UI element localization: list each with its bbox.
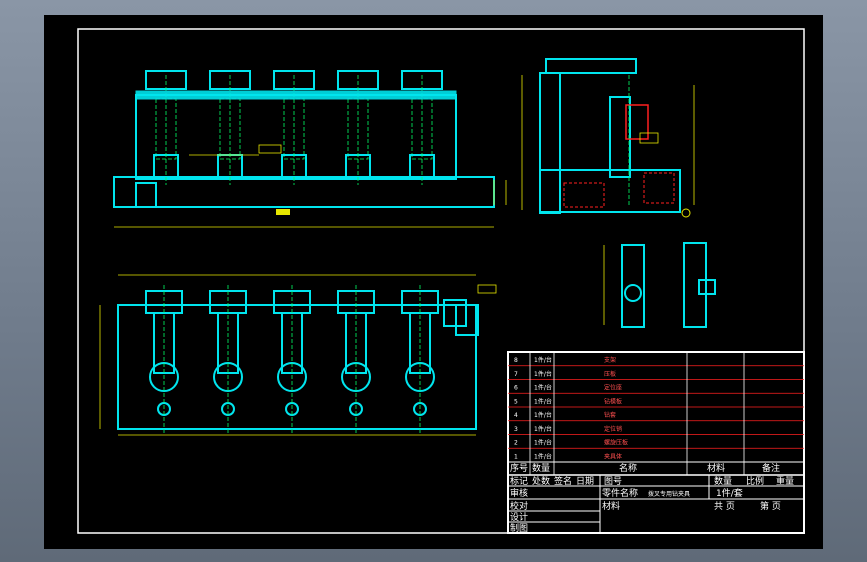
tb-drafter: 制图 [510, 522, 528, 534]
bom-seq: 1 [514, 453, 518, 460]
top-view [99, 274, 497, 436]
tb-part-name-label: 零件名称 [602, 487, 638, 499]
tb-sign: 签名 [554, 475, 572, 487]
tb-quantity: 数量 [714, 475, 732, 487]
bom-header-material: 材料 [707, 462, 725, 474]
bom-name: 钻模板 [604, 397, 622, 405]
clamp-cap [337, 70, 379, 90]
tb-date: 日期 [576, 476, 594, 487]
bom-header-name: 名称 [619, 462, 637, 474]
bom-name: 压板 [604, 370, 616, 378]
bom-seq: 8 [514, 357, 518, 364]
front-view [113, 70, 507, 228]
tb-mark: 标记 [510, 475, 528, 487]
clamp-cap [209, 70, 251, 90]
bom-header-qty: 数量 [532, 462, 550, 474]
bom-seq: 7 [514, 371, 518, 378]
bom-qty: 1件/台 [534, 452, 552, 460]
bom-seq: 4 [514, 412, 518, 419]
bom-qty: 1件/台 [534, 370, 552, 378]
tb-proofread: 校对 [510, 500, 528, 512]
bom-qty: 1件/台 [534, 397, 552, 405]
tb-scale: 比例 [746, 475, 764, 487]
tb-total-pages: 共 页 [714, 501, 735, 512]
tb-page-no: 第 页 [760, 500, 781, 512]
tb-audit: 审核 [510, 487, 528, 499]
bom-seq: 3 [514, 426, 518, 433]
tb-part-name-value: 拨叉专用钻夹具 [648, 490, 690, 498]
bom-qty: 1件/台 [534, 411, 552, 419]
bom-name: 定位销 [604, 425, 622, 433]
bom-seq: 2 [514, 440, 518, 447]
bom-seq: 5 [514, 398, 518, 405]
detail-views [603, 242, 716, 328]
tb-design: 设计 [510, 511, 528, 523]
drawing-frame [77, 28, 805, 534]
bom-header-seq: 序号 [510, 462, 528, 474]
bom-qty: 1件/台 [534, 425, 552, 433]
clamp-cap [401, 70, 443, 90]
bom-header-remark: 备注 [762, 462, 780, 474]
bom-qty: 1件/台 [534, 384, 552, 392]
tb-drawing-no: 图号 [604, 476, 622, 487]
bom-name: 螺旋压板 [604, 439, 628, 447]
bom-qty: 1件/台 [534, 439, 552, 447]
clamp-cap [145, 70, 187, 90]
tb-count: 处数 [532, 475, 550, 487]
bom-name: 支架 [604, 356, 616, 364]
tb-qty-value: 1件/套 [716, 487, 743, 499]
bom-name: 夹具体 [604, 452, 622, 460]
bom-name: 钻套 [604, 411, 616, 419]
tb-weight: 重量 [776, 475, 794, 487]
clamp-cap [273, 70, 315, 90]
side-view [521, 58, 695, 218]
bom-qty: 1件/台 [534, 356, 552, 364]
bom-seq: 6 [514, 385, 518, 392]
tb-material-label: 材料 [602, 500, 620, 512]
bom-name: 定位座 [604, 384, 622, 392]
